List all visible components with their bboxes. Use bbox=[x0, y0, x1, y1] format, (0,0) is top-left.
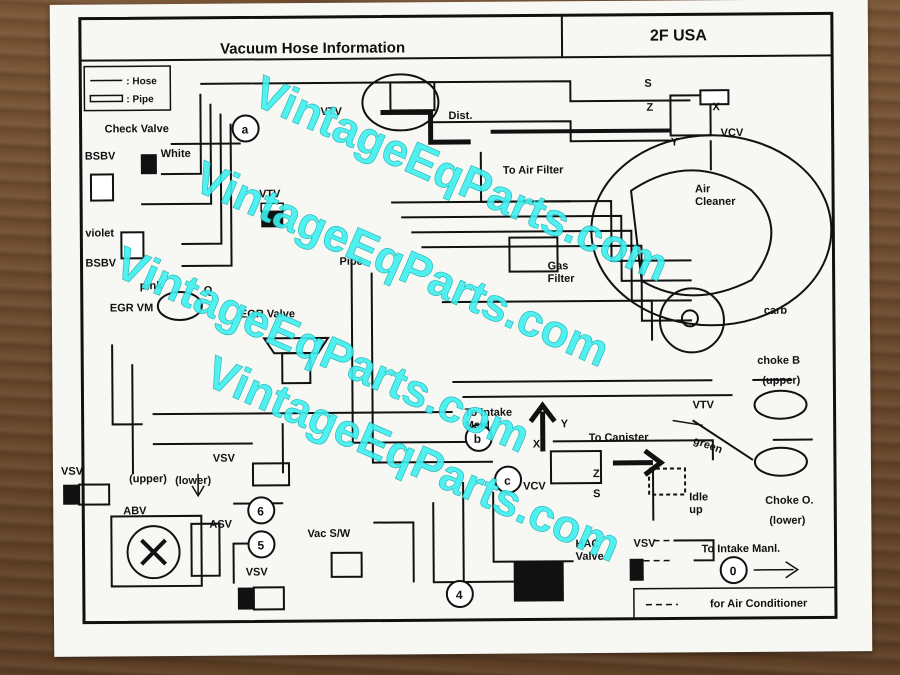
label-y-top: Y bbox=[671, 136, 679, 148]
label-x-top: X bbox=[712, 101, 720, 113]
label-dist: Dist. bbox=[448, 110, 472, 122]
legend-hose: : Hose bbox=[126, 76, 157, 87]
label-pipe: Pipe bbox=[339, 256, 362, 268]
component-labels: Check Valve White BSBV violet BSBV pink … bbox=[61, 78, 814, 611]
label-white: White bbox=[161, 148, 191, 160]
circle-a: a bbox=[242, 122, 249, 136]
diagram-frame bbox=[78, 11, 838, 625]
label-to-canister: To Canister bbox=[589, 432, 649, 444]
label-vsv-mid: VSV bbox=[213, 453, 236, 465]
label-vtv-right: VTV bbox=[693, 399, 715, 411]
label-violet: violet bbox=[85, 227, 114, 239]
label-vsv-right: VSV bbox=[633, 538, 656, 550]
label-egr-vm: EGR VM bbox=[110, 302, 153, 314]
label-for-air-conditioner: for Air Conditioner bbox=[710, 598, 808, 611]
label-bsbv-top: BSBV bbox=[85, 150, 116, 162]
label-to-intake-manl-right: To Intake Manl. bbox=[702, 543, 781, 556]
label-vtv-mid: VTV bbox=[259, 188, 281, 200]
circle-4: 4 bbox=[456, 588, 463, 602]
label-bsbv-bottom: BSBV bbox=[85, 257, 116, 269]
circle-b: b bbox=[474, 432, 481, 446]
carb-shape bbox=[658, 287, 725, 354]
label-vcv: VCV bbox=[721, 127, 744, 139]
label-choke-o: Choke O. bbox=[765, 495, 813, 507]
label-choke-b: choke B bbox=[757, 355, 800, 367]
circle-5: 5 bbox=[257, 538, 264, 552]
reference-circles bbox=[231, 114, 748, 609]
header-title: Vacuum Hose Information bbox=[220, 39, 405, 57]
legend: : Hose : Pipe bbox=[83, 65, 172, 112]
label-carb: carb bbox=[764, 305, 788, 317]
label-vsv-bottom: VSV bbox=[246, 566, 269, 578]
label-y-mid: Y bbox=[561, 418, 569, 430]
label-egr-valve: EGR Valve bbox=[240, 308, 295, 320]
label-pink: pink bbox=[140, 280, 164, 292]
vacuum-hose-diagram: Vacuum Hose Information 2F USA : Hose : … bbox=[61, 11, 838, 625]
label-upper-right: (upper) bbox=[762, 375, 800, 387]
vacuum-hose-label-card: Vacuum Hose Information 2F USA : Hose : … bbox=[49, 0, 873, 657]
label-asv: ASV bbox=[209, 519, 232, 531]
label-vtv-top: VTV bbox=[320, 106, 342, 118]
label-x-mid: X bbox=[533, 438, 541, 450]
label-z-mid: Z bbox=[593, 468, 600, 480]
label-upper-left: (upper) bbox=[129, 473, 167, 485]
label-vac-sw: Vac S/W bbox=[307, 528, 350, 540]
label-q: Q bbox=[204, 285, 213, 297]
circle-0: 0 bbox=[730, 564, 737, 578]
circle-c: c bbox=[504, 474, 511, 488]
label-to-air-filter: To Air Filter bbox=[503, 164, 564, 176]
header-model: 2F USA bbox=[650, 27, 707, 44]
label-lower-right: (lower) bbox=[769, 515, 805, 527]
legend-pipe: : Pipe bbox=[126, 94, 154, 105]
hose-network bbox=[111, 80, 813, 592]
label-vsv-left: VSV bbox=[61, 466, 84, 478]
label-abv: ABV bbox=[123, 505, 147, 517]
label-lower-left: (lower) bbox=[175, 475, 211, 487]
circle-6: 6 bbox=[257, 504, 264, 518]
label-s-top: S bbox=[644, 78, 651, 90]
label-vcv-mid: VCV bbox=[523, 480, 546, 492]
label-z-top: Z bbox=[646, 102, 653, 114]
label-s-mid: S bbox=[593, 488, 600, 500]
label-check-valve: Check Valve bbox=[105, 123, 169, 135]
